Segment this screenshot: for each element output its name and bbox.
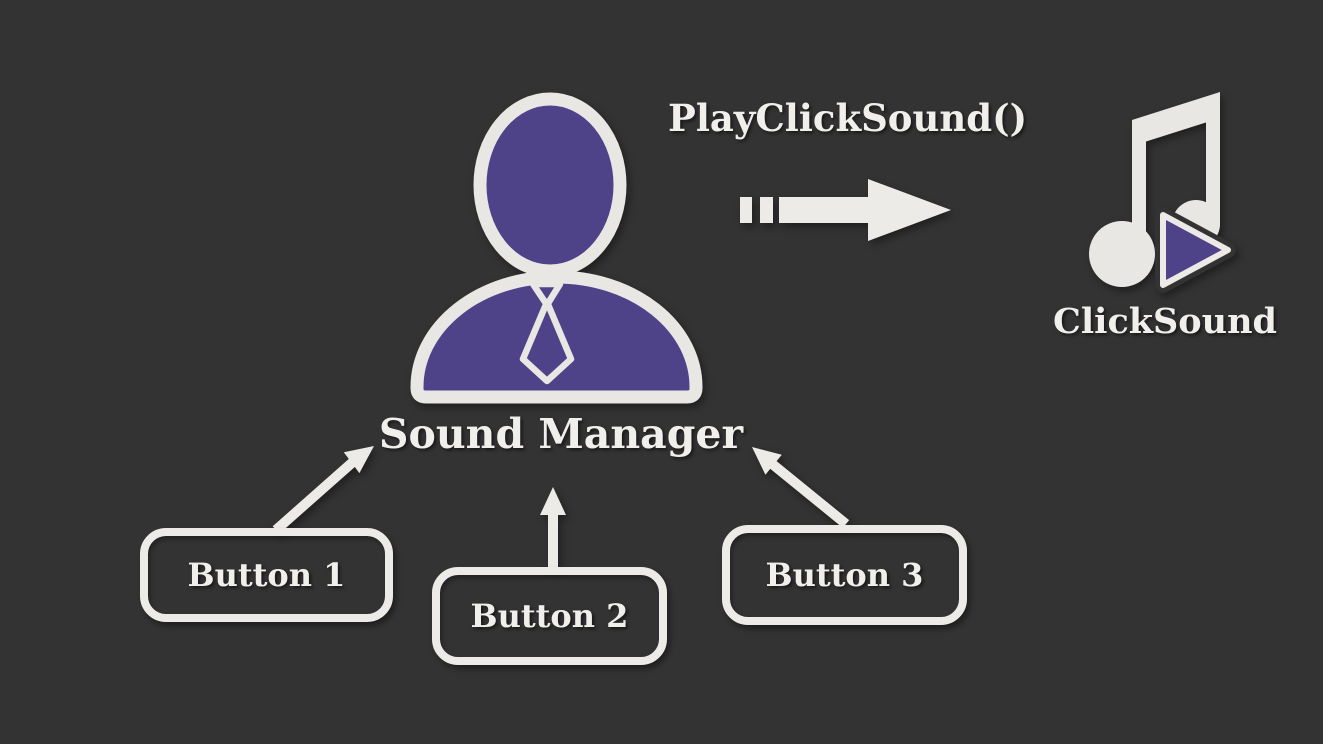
- button-connector-arrows: [272, 446, 850, 568]
- arrow-head: [868, 179, 951, 241]
- music-note-play-icon: [1089, 92, 1236, 293]
- arrow-dash: [740, 197, 752, 223]
- sound-manager-label: Sound Manager: [378, 410, 744, 458]
- arrow-shaft: [779, 197, 870, 223]
- person-icon: [410, 92, 703, 404]
- button-1[interactable]: Button 1: [140, 528, 393, 622]
- person-tie-kite: [519, 298, 575, 385]
- arrow-dash: [760, 197, 773, 223]
- click-sound-label: ClickSound: [1053, 301, 1277, 342]
- note-stem-left: [1132, 124, 1146, 256]
- connector-arrow-button-3: [752, 447, 850, 528]
- button-3-label: Button 3: [765, 556, 924, 594]
- button-2[interactable]: Button 2: [432, 567, 667, 665]
- note-stem-right: [1206, 100, 1220, 226]
- note-beam: [1132, 92, 1220, 146]
- dashed-right-arrow-icon: [740, 179, 951, 241]
- person-tie-knot: [529, 280, 564, 309]
- play-triangle-icon: [1160, 212, 1231, 288]
- button-2-label: Button 2: [470, 597, 629, 635]
- connector-arrow-button-1: [272, 446, 374, 534]
- button-3[interactable]: Button 3: [722, 525, 967, 625]
- connector-arrow-button-2: [540, 487, 566, 568]
- play-click-sound-call-label: PlayClickSound(): [668, 96, 1028, 140]
- person-head: [473, 92, 627, 278]
- button-1-label: Button 1: [187, 556, 346, 594]
